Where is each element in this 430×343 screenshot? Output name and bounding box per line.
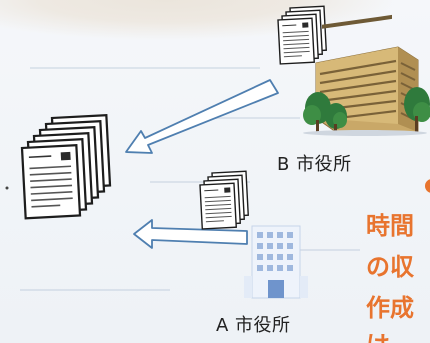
bullet-dot bbox=[425, 179, 430, 193]
document-stack-icon bbox=[277, 5, 327, 65]
city-b-label: B 市役所 bbox=[277, 154, 352, 175]
side-text-line-2: の収 bbox=[366, 253, 414, 281]
document-stack-icon bbox=[199, 170, 249, 230]
arrow-left-icon bbox=[125, 79, 279, 154]
city-a-label: A 市役所 bbox=[216, 315, 291, 336]
side-text-line-4: は bbox=[366, 333, 390, 343]
dot-mark bbox=[5, 186, 9, 190]
office-building-icon bbox=[244, 225, 308, 299]
document-stack-icon bbox=[20, 114, 112, 220]
city-hall-building-icon bbox=[303, 14, 430, 136]
side-text-line-3: 作成 bbox=[366, 294, 414, 322]
side-text-line-1: 時間 bbox=[366, 212, 414, 240]
arrow-left-icon bbox=[133, 219, 248, 249]
